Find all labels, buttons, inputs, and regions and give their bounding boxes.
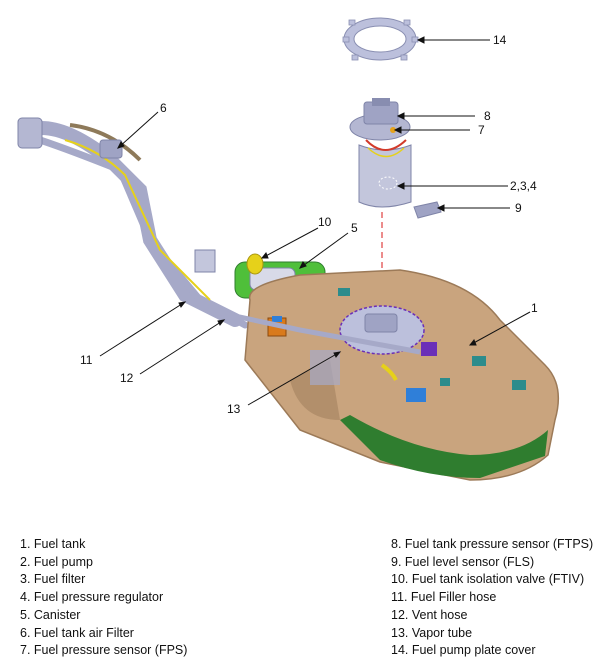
legend-right: 8. Fuel tank pressure sensor (FTPS) 9. F…: [391, 536, 593, 660]
fuel-pump-module: [349, 98, 442, 219]
callout-1: 1: [531, 301, 538, 315]
legend-item: 4. Fuel pressure regulator: [20, 590, 164, 605]
legend-item: 9. Fuel level sensor (FLS): [391, 554, 535, 569]
callout-5: 5: [351, 221, 358, 235]
legend-item: 3. Fuel filter: [20, 572, 86, 587]
legend-item: 14. Fuel pump plate cover: [391, 643, 536, 658]
callout-8: 8: [484, 109, 491, 123]
legend-item: 5. Canister: [20, 607, 81, 622]
legend-item: 6. Fuel tank air Filter: [20, 625, 134, 640]
legend-item: 8. Fuel tank pressure sensor (FTPS): [391, 537, 594, 551]
leader-lines: [99, 39, 531, 406]
legend-item: 10. Fuel tank isolation valve (FTIV): [391, 572, 585, 587]
fuel-tank: [229, 269, 560, 481]
legend-item: 2. Fuel pump: [20, 554, 93, 569]
legend-left: 1. Fuel tank 2. Fuel pump 3. Fuel filter…: [20, 536, 187, 660]
legend-item: 13. Vapor tube: [391, 625, 473, 640]
callout-9: 9: [515, 201, 522, 215]
fuel-system-diagram: 14 8 7 2,3,4 9 6 10 5 1 11 12 13: [17, 17, 560, 481]
callout-7: 7: [478, 123, 485, 137]
callout-11: 11: [80, 353, 93, 367]
callout-12: 12: [120, 371, 134, 385]
legend-item: 11. Fuel Filler hose: [391, 590, 497, 605]
legend-item: 12. Vent hose: [391, 607, 468, 622]
legend-item: 7. Fuel pressure sensor (FPS): [20, 643, 188, 658]
legend-item: 1. Fuel tank: [20, 537, 86, 551]
filler-hoses: [17, 117, 249, 329]
callout-10: 10: [318, 215, 332, 229]
fuel-pump-plate-cover: [342, 17, 419, 61]
callout-6: 6: [160, 101, 167, 115]
callout-2-3-4: 2,3,4: [510, 179, 537, 193]
callout-13: 13: [227, 402, 241, 416]
callout-14: 14: [493, 33, 507, 47]
